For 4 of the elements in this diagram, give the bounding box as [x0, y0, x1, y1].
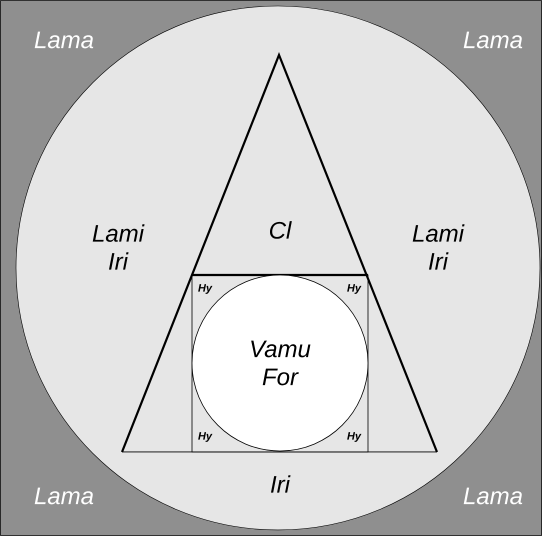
region-label: Lama: [464, 488, 522, 504]
region-label: Lama: [34, 488, 94, 504]
region-label: Lama: [34, 32, 94, 48]
region-label: Lama: [464, 32, 522, 48]
